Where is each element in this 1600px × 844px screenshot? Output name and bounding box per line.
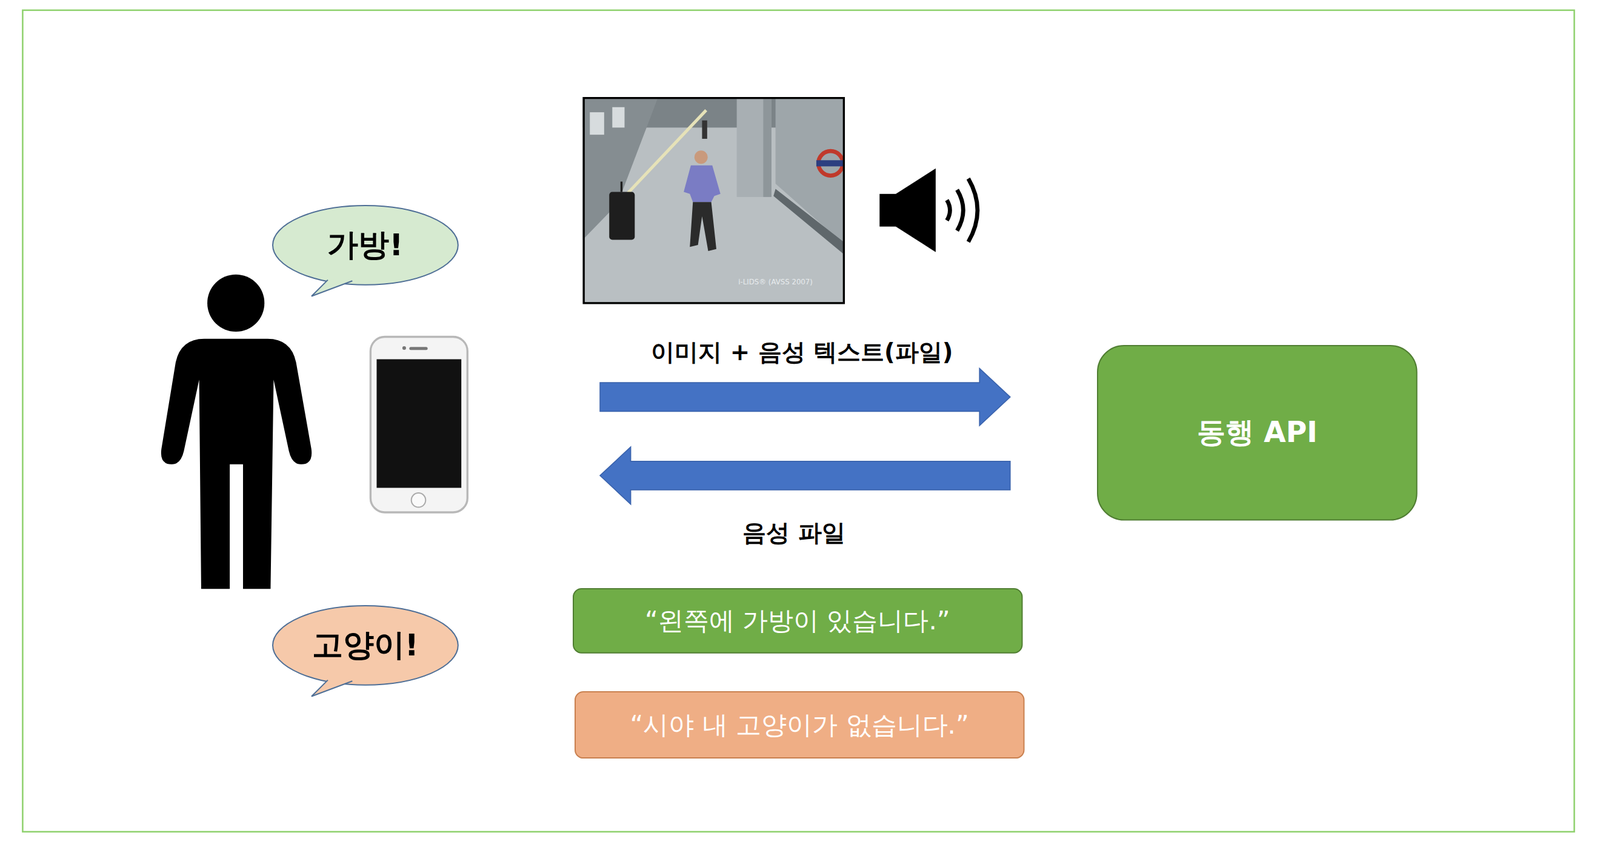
photo-frame bbox=[582, 96, 845, 305]
photo-train-window bbox=[612, 107, 625, 128]
photo-man-legs bbox=[689, 201, 717, 251]
bubble-outline bbox=[272, 205, 459, 285]
speech-bubble: 가방! bbox=[271, 204, 460, 287]
photo-suitcase-handle bbox=[620, 181, 623, 193]
arrow-label: 음성 파일 bbox=[742, 516, 845, 548]
photo-floor bbox=[582, 96, 845, 305]
photo-suitcase bbox=[609, 191, 635, 240]
node-text: “왼쪽에 가방이 있습니다.” bbox=[644, 603, 951, 638]
photo-man-head bbox=[694, 150, 708, 164]
speech-bubble: 고양이! bbox=[271, 604, 460, 687]
box-outline bbox=[573, 588, 1023, 653]
photo-train-window bbox=[589, 112, 605, 135]
sound-wave bbox=[968, 178, 978, 242]
photo-roundel-bar bbox=[816, 160, 845, 167]
block-arrow bbox=[600, 446, 1011, 504]
phone-camera bbox=[402, 346, 407, 350]
photo-pillar bbox=[736, 96, 772, 197]
speaker-cone bbox=[895, 168, 936, 253]
box-outline bbox=[1097, 345, 1417, 520]
response-box: “시야 내 고양이가 없습니다.” bbox=[574, 690, 1025, 759]
bubble-tail bbox=[311, 279, 353, 296]
phone-screen bbox=[376, 358, 462, 488]
box-outline bbox=[575, 691, 1025, 758]
api-box: 동행 API bbox=[1096, 344, 1418, 521]
node-text: 동행 API bbox=[1196, 413, 1318, 452]
person-head bbox=[207, 274, 265, 332]
sound-wave bbox=[956, 189, 964, 231]
photo-far-person bbox=[701, 120, 707, 139]
sound-wave bbox=[946, 200, 950, 221]
photo-bench bbox=[773, 188, 845, 255]
photo-man-shirt bbox=[683, 165, 721, 203]
arrow-label: 이미지 + 음성 텍스트(파일) bbox=[650, 336, 953, 368]
person-body bbox=[161, 338, 312, 589]
node-text: 고양이! bbox=[312, 624, 419, 667]
node-text: 가방! bbox=[327, 224, 404, 267]
phone-body bbox=[370, 336, 468, 513]
speaker-body bbox=[879, 193, 898, 227]
node-text: “시야 내 고양이가 없습니다.” bbox=[630, 707, 970, 742]
cctv-photo bbox=[582, 96, 845, 305]
outer-frame bbox=[22, 10, 1574, 832]
watermark: i-LIDS® (AVSS 2007) bbox=[738, 277, 813, 287]
response-box: “왼쪽에 가방이 있습니다.” bbox=[572, 587, 1024, 654]
bubble-outline bbox=[272, 605, 459, 685]
phone-button bbox=[411, 492, 427, 508]
photo-train bbox=[582, 96, 659, 240]
bubble-tail bbox=[311, 679, 353, 696]
block-arrow bbox=[600, 368, 1011, 426]
phone-speaker bbox=[409, 346, 428, 350]
photo-pillar-shade bbox=[763, 96, 771, 197]
